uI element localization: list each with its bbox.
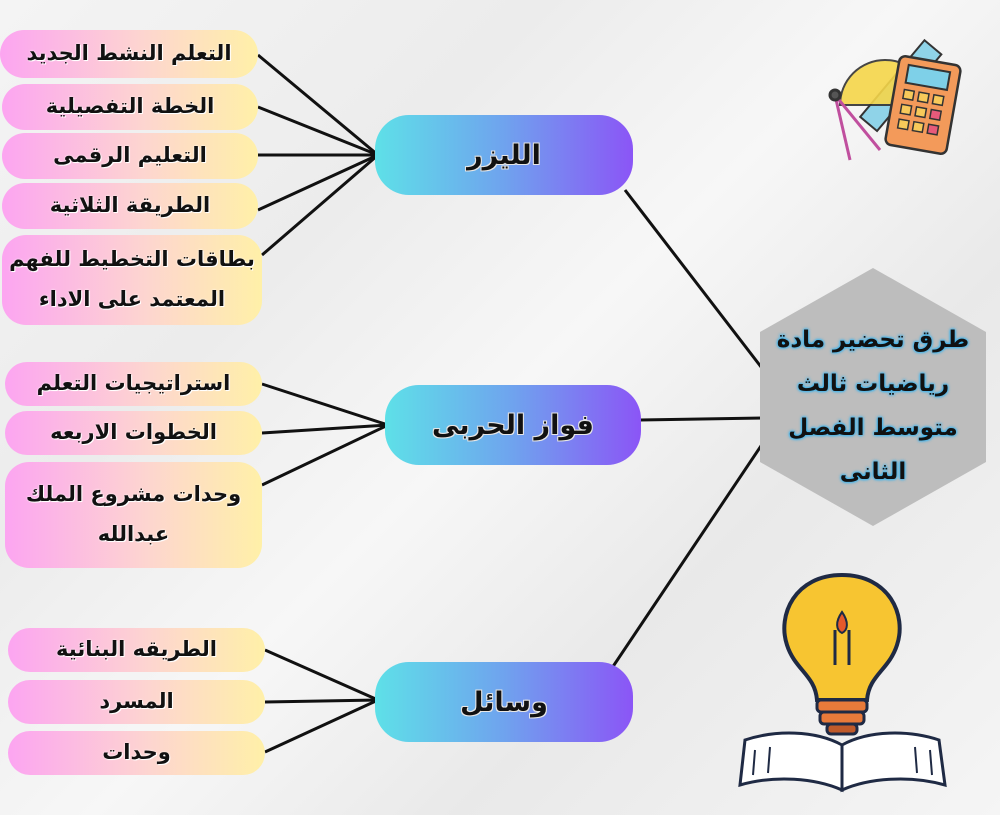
leaf-node: الخطة التفصيلية (2, 84, 258, 130)
leaf-label: بطاقات التخطيط للفهم المعتمد على الاداء (9, 247, 255, 311)
connector (261, 153, 379, 257)
leaf-node: الطريقه البنائية (8, 628, 265, 672)
branch-node-laser: الليزر (375, 115, 633, 195)
leaf-node: التعلم النشط الجديد (0, 30, 258, 78)
connector (257, 153, 379, 212)
center-title: طرق تحضير مادة رياضيات ثالث متوسط الفصل … (776, 327, 970, 485)
connector (261, 423, 389, 487)
leaf-node: المسرد (8, 680, 265, 724)
leaf-label: وحدات مشروع الملك عبدالله (25, 482, 242, 546)
branch-node-tools: وسائل (375, 662, 633, 742)
connector (264, 648, 379, 702)
leaf-node: الخطوات الاربعه (5, 411, 262, 455)
open-book-icon (738, 731, 947, 793)
connector (623, 189, 767, 373)
leaf-label: وحدات (102, 740, 171, 765)
leaf-node: استراتيجيات التعلم (5, 362, 262, 406)
leaf-label: التعلم النشط الجديد (26, 41, 232, 66)
connector (261, 423, 389, 435)
connector (610, 439, 767, 669)
connector (639, 416, 766, 422)
center-hexagon (760, 268, 986, 526)
leaf-node: بطاقات التخطيط للفهم المعتمد على الاداء (2, 235, 262, 325)
connector (264, 698, 379, 754)
math-tools-illustration (828, 38, 962, 161)
compass-icon (828, 88, 882, 161)
calculator-icon (884, 55, 962, 155)
branch-label: فواز الحربى (432, 409, 594, 441)
connector (264, 698, 379, 704)
leaf-label: الخطة التفصيلية (45, 94, 215, 119)
lightbulb-icon (782, 572, 902, 736)
leaf-label: الطريقه البنائية (56, 637, 217, 662)
branch-node-fawaz: فواز الحربى (385, 385, 641, 465)
leaf-label: الطريقة الثلاثية (49, 193, 211, 218)
leaf-label: التعليم الرقمى (53, 143, 207, 168)
leaf-node: وحدات مشروع الملك عبدالله (5, 462, 262, 568)
leaf-node: الطريقة الثلاثية (2, 183, 258, 229)
leaf-node: وحدات (8, 731, 265, 775)
connector (257, 53, 379, 157)
branch-label: الليزر (467, 139, 541, 171)
branch-label: وسائل (460, 686, 548, 718)
leaf-node: التعليم الرقمى (2, 133, 258, 179)
leaf-label: الخطوات الاربعه (50, 420, 217, 445)
leaf-label: المسرد (99, 689, 174, 714)
connector (261, 382, 389, 427)
leaf-label: استراتيجيات التعلم (36, 371, 231, 396)
connector (257, 105, 379, 157)
idea-illustration (738, 572, 947, 793)
